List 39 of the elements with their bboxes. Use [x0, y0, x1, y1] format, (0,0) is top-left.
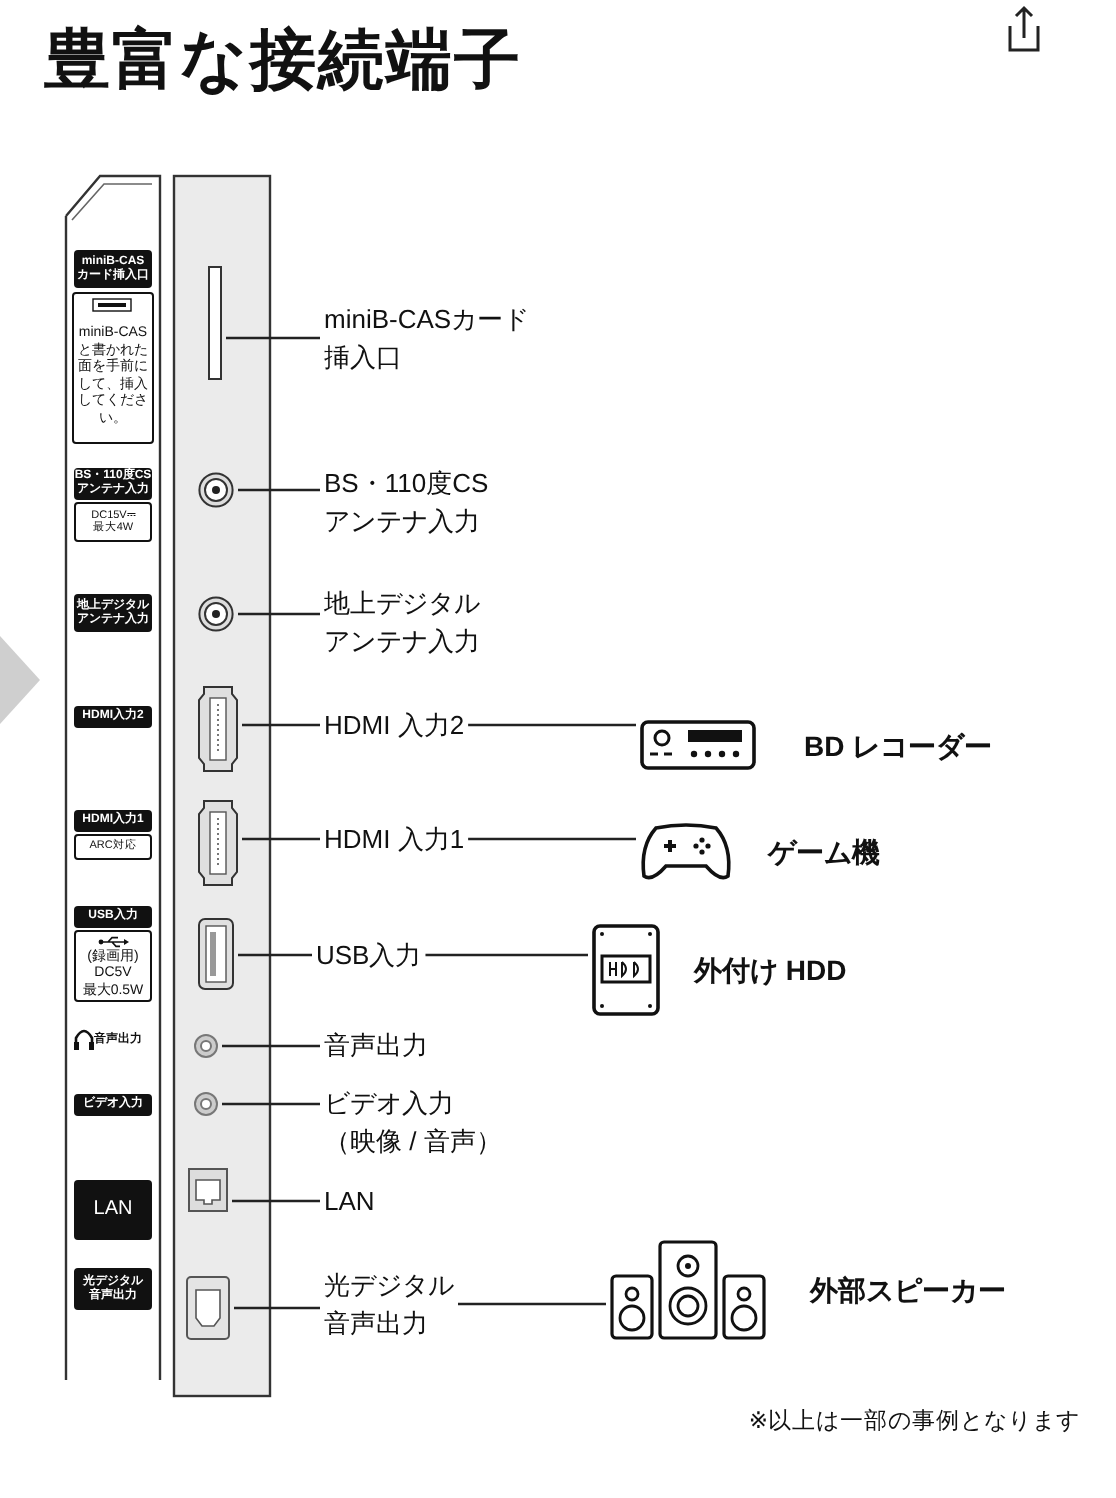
- leader-line: [238, 953, 312, 957]
- device-label: BD レコーダー: [804, 727, 993, 765]
- hdmi-port: [198, 800, 238, 886]
- port-label: USB入力: [316, 936, 422, 974]
- port-label: 光デジタル音声出力: [324, 1266, 454, 1342]
- leader-line: [226, 336, 320, 340]
- port-label: 地上デジタルアンテナ入力: [324, 584, 480, 660]
- device-label: ゲーム機: [768, 834, 880, 872]
- hdmi-port: [198, 686, 238, 772]
- port-label: ビデオ入力（映像 / 音声）: [324, 1084, 502, 1160]
- title: 豊富な接続端子: [44, 20, 522, 100]
- connector-line: [468, 723, 636, 727]
- port-tag: LAN: [74, 1180, 152, 1240]
- port-label: 音声出力: [324, 1026, 428, 1064]
- leader-line: [222, 1102, 320, 1106]
- connector-line: [468, 837, 636, 841]
- port-label: LAN: [324, 1182, 375, 1220]
- port-label: miniB-CASカード挿入口: [324, 300, 530, 376]
- antenna-jack: [198, 596, 234, 632]
- leader-line: [242, 723, 320, 727]
- leader-line: [238, 488, 320, 492]
- usb-port: [198, 918, 234, 990]
- card-slot: [208, 266, 222, 380]
- footnote: ※以上は一部の事例となります: [746, 1406, 1080, 1438]
- port-label: HDMI 入力2: [324, 706, 465, 744]
- connector-line: [425, 953, 588, 957]
- leader-line: [234, 1306, 320, 1310]
- leader-line: [222, 1044, 320, 1048]
- leader-line: [232, 1199, 320, 1203]
- connector-line: [458, 1302, 606, 1306]
- device-label: 外部スピーカー: [810, 1272, 1006, 1310]
- port-label: BS・110度CSアンテナ入力: [324, 464, 489, 540]
- leader-line: [242, 837, 320, 841]
- antenna-jack: [198, 472, 234, 508]
- device-label: 外付け HDD: [694, 952, 847, 990]
- port-label: HDMI 入力1: [324, 820, 465, 858]
- optical-port: [186, 1276, 230, 1340]
- leader-line: [238, 612, 320, 616]
- lan-port: [188, 1168, 228, 1212]
